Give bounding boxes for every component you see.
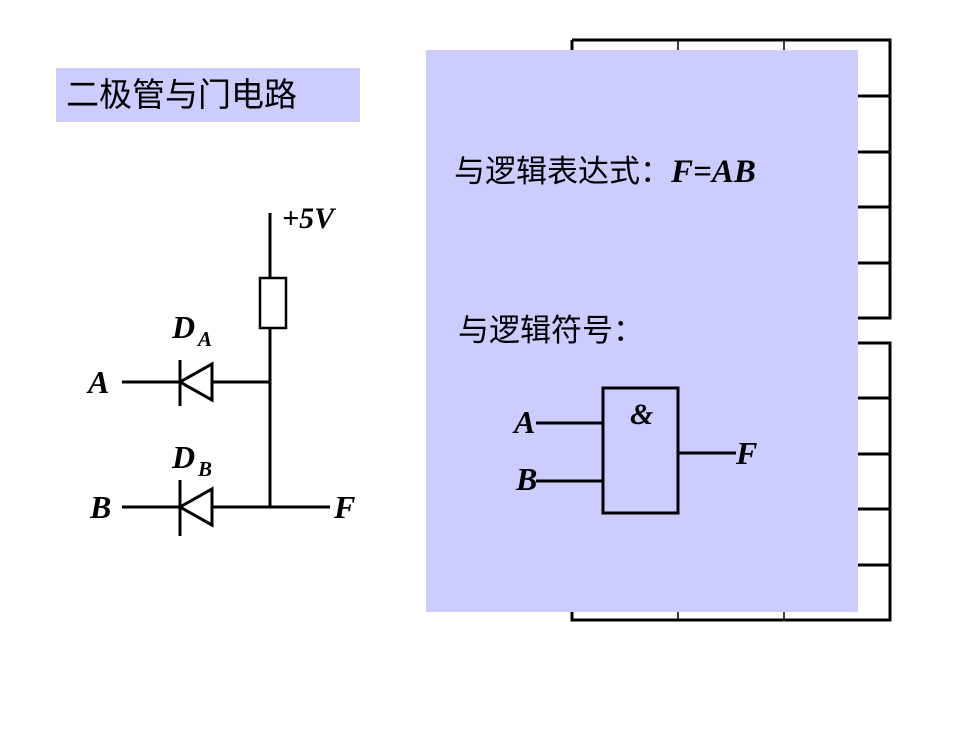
gate-output-label: F: [735, 435, 757, 471]
expression-formula: F=AB: [671, 154, 756, 190]
truth-table-upper-border: [572, 38, 892, 320]
diode-b-subscript: B: [197, 457, 212, 481]
expression-line: 与逻辑表达式：F=AB: [454, 146, 756, 191]
diode-and-circuit: +5V D A D B A B F: [86, 202, 355, 536]
diode-a-subscript: A: [196, 327, 212, 351]
output-f-label: F: [333, 489, 355, 525]
gate-and-symbol: &: [630, 398, 653, 431]
page-title: 二极管与门电路: [66, 75, 297, 114]
and-gate-symbol: & A B F: [512, 386, 757, 515]
symbol-label: 与逻辑符号：: [458, 313, 644, 349]
gate-input-a-label: A: [512, 404, 535, 440]
input-a-label: A: [86, 364, 109, 400]
diode-b: [176, 480, 214, 536]
symbol-line: 与逻辑符号：: [458, 305, 644, 350]
input-b-label: B: [89, 489, 111, 525]
gate-body: [601, 386, 680, 515]
truth-table-lower-border: [570, 341, 892, 622]
diode-a: [176, 360, 214, 406]
diode-b-label: D: [171, 439, 195, 475]
resistor: [258, 276, 288, 330]
title-box: 二极管与门电路: [56, 68, 360, 122]
gate-input-b-label: B: [515, 461, 537, 497]
diode-a-label: D: [171, 309, 195, 345]
supply-label: +5V: [282, 202, 337, 235]
expression-label: 与逻辑表达式：: [454, 154, 671, 190]
info-panel: 与逻辑表达式：F=AB 与逻辑符号： & A B F: [426, 50, 858, 612]
